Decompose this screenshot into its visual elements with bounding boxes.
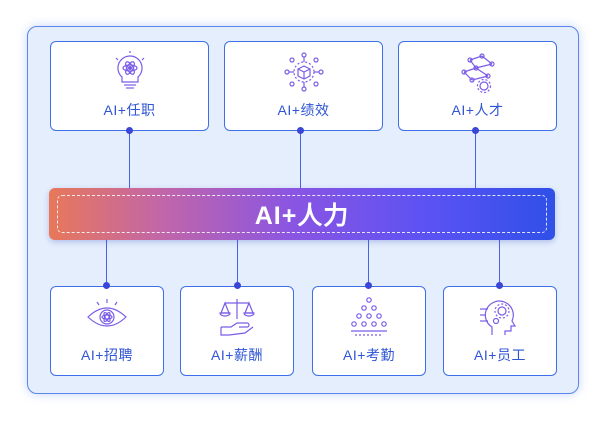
- network-cube-icon: [283, 52, 324, 92]
- card-label: AI+绩效: [277, 102, 330, 118]
- connector-bottom-1: [106, 240, 108, 286]
- hub-inner: AI+人力: [57, 195, 547, 233]
- brain-gear-icon: [460, 53, 495, 94]
- connector-dot: [234, 282, 241, 289]
- card-label: AI+招聘: [81, 347, 133, 363]
- eye-atom-icon: [87, 299, 127, 327]
- card-label: AI+人才: [451, 102, 504, 118]
- card-ai-performance[interactable]: AI+绩效: [224, 41, 383, 131]
- card-ai-attendance[interactable]: AI+考勤: [312, 286, 426, 376]
- head-gears-icon: [480, 300, 517, 335]
- card-ai-employee[interactable]: AI+员工: [443, 286, 557, 376]
- card-ai-job[interactable]: AI+任职: [50, 41, 209, 131]
- card-label: AI+任职: [103, 102, 156, 118]
- connector-dot: [496, 282, 503, 289]
- connector-bottom-4: [499, 240, 501, 286]
- connector-bottom-3: [368, 240, 370, 286]
- connector-dot: [472, 127, 479, 134]
- connector-dot: [126, 127, 133, 134]
- hub-bar: AI+人力: [49, 188, 555, 240]
- card-ai-talent[interactable]: AI+人才: [398, 41, 557, 131]
- connector-dot: [103, 282, 110, 289]
- connector-dot: [297, 127, 304, 134]
- connector-top-3: [475, 131, 477, 188]
- card-ai-salary[interactable]: AI+薪酬: [180, 286, 294, 376]
- triangle-network-icon: [351, 297, 387, 336]
- scale-hand-icon: [219, 299, 255, 336]
- hub-title: AI+人力: [254, 202, 350, 230]
- connector-bottom-2: [237, 240, 239, 286]
- connector-top-1: [129, 131, 131, 188]
- card-label: AI+薪酬: [211, 347, 263, 363]
- card-label: AI+考勤: [343, 347, 395, 363]
- card-ai-recruitment[interactable]: AI+招聘: [50, 286, 164, 376]
- connector-dot: [365, 282, 372, 289]
- connector-top-2: [300, 131, 302, 188]
- lightbulb-atom-icon: [115, 51, 144, 89]
- card-label: AI+员工: [474, 347, 526, 363]
